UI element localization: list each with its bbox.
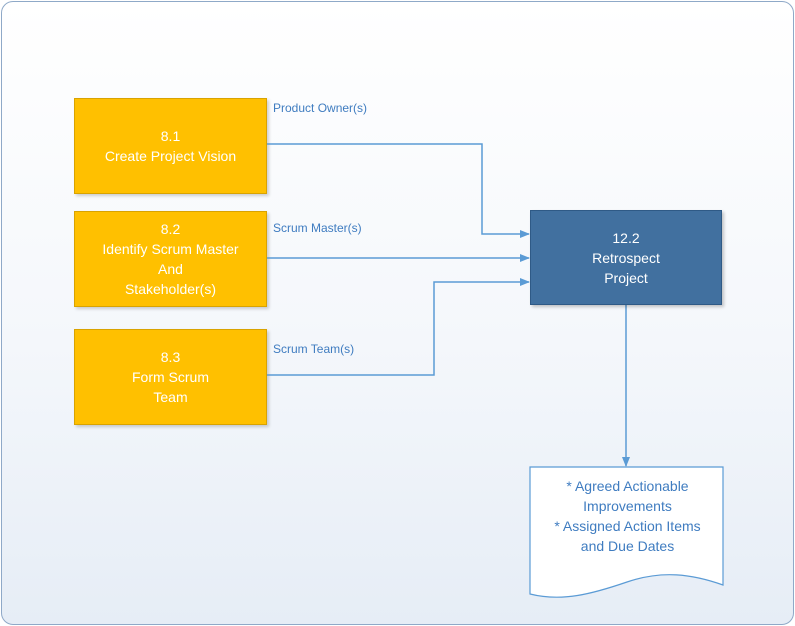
process-box-8-1: 8.1 Create Project Vision bbox=[74, 98, 267, 194]
connector-8-1-to-12-2 bbox=[267, 143, 530, 238]
box-title: Create Project Vision bbox=[104, 148, 237, 164]
output-line: Improvements bbox=[583, 498, 672, 514]
box-title-line: Stakeholder(s) bbox=[124, 281, 217, 297]
connector-label-scrum-team: Scrum Team(s) bbox=[273, 342, 355, 356]
connector-label-scrum-master: Scrum Master(s) bbox=[273, 221, 362, 235]
output-line: * Agreed Actionable bbox=[566, 478, 689, 494]
connector-label-product-owner: Product Owner(s) bbox=[273, 101, 368, 115]
box-title-line: Team bbox=[153, 389, 188, 405]
output-line: and Due Dates bbox=[580, 538, 675, 554]
box-number: 8.1 bbox=[160, 128, 181, 144]
box-title-line: Retrospect bbox=[592, 249, 660, 266]
box-number: 8.3 bbox=[160, 349, 181, 365]
output-document-shape bbox=[529, 466, 724, 598]
process-box-12-2: 12.2 Retrospect Project bbox=[530, 210, 722, 305]
box-number: 12.2 bbox=[612, 229, 640, 246]
process-box-8-3: 8.3 Form Scrum Team bbox=[74, 329, 267, 425]
box-number: 8.2 bbox=[160, 221, 181, 237]
output-document-text: * Agreed Actionable Improvements * Assig… bbox=[531, 476, 724, 556]
box-title-line: Identify Scrum Master bbox=[102, 241, 239, 257]
box-title-line: Form Scrum bbox=[132, 369, 209, 385]
box-title-line: And bbox=[158, 261, 183, 277]
box-title-line: Project bbox=[604, 269, 648, 286]
connector-8-3-to-12-2 bbox=[267, 278, 530, 376]
output-line: * Assigned Action Items bbox=[554, 518, 701, 534]
process-box-8-2: 8.2 Identify Scrum Master And Stakeholde… bbox=[74, 211, 267, 307]
